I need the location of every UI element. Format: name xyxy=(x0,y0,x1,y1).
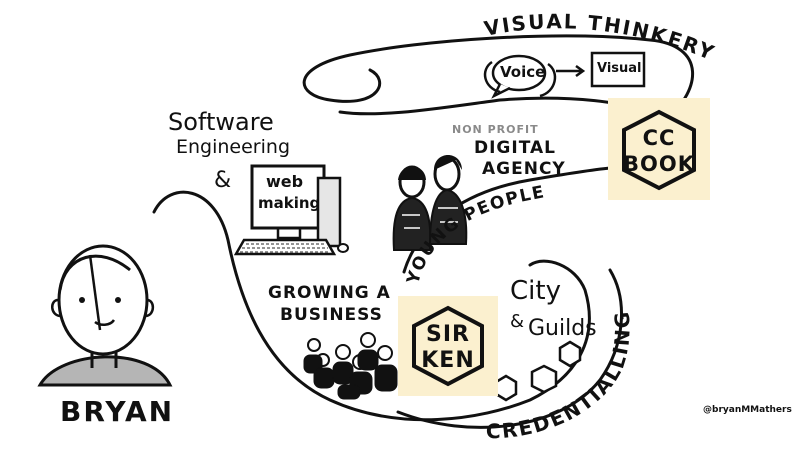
software-ampersand: & xyxy=(214,168,232,193)
growing-line2: BUSINESS xyxy=(280,305,383,325)
person-name: BRYAN xyxy=(60,395,175,428)
computer-illustration xyxy=(233,164,349,256)
credentialling-label: CREDENTIALLING xyxy=(486,309,633,443)
growing-line1: GROWING A xyxy=(268,283,391,303)
city-line2: Guilds xyxy=(528,316,597,341)
voice-bubble-label: Voice xyxy=(500,63,546,81)
artist-signature: @bryanMMathers xyxy=(703,405,792,415)
svg-text:YOUNG PEOPLE: YOUNG PEOPLE xyxy=(403,182,547,287)
young-people-label: YOUNG PEOPLE xyxy=(403,182,545,287)
agency-small-label: NON PROFIT xyxy=(452,123,539,136)
agency-people xyxy=(392,155,468,251)
sirken-line2: KEN xyxy=(421,348,475,373)
bryan-figure xyxy=(37,244,173,387)
voice-illustration xyxy=(483,51,646,99)
computer-screen-line2: making xyxy=(258,194,321,212)
credentialling-arc xyxy=(396,268,623,429)
visual-thinkery-swirl xyxy=(302,34,695,127)
city-ampersand: & xyxy=(510,311,525,332)
sirken-line1: SIR xyxy=(426,322,470,347)
sirken-sticky-note: SIR KEN xyxy=(398,296,498,396)
ccbook-sticky-note: CC BOOK xyxy=(608,98,710,200)
agency-line1: DIGITAL xyxy=(474,138,556,158)
credential-hexagons xyxy=(494,340,582,402)
visual-thinkery-label: VISUAL THINKERY xyxy=(482,9,717,65)
svg-text:VISUAL THINKERY: VISUAL THINKERY xyxy=(482,9,719,65)
computer-screen-line1: web xyxy=(266,172,304,191)
svg-text:CREDENTIALLING: CREDENTIALLING xyxy=(486,309,635,443)
sirken-hexagon xyxy=(412,305,484,387)
ccbook-line2: BOOK xyxy=(623,152,695,176)
agency-line2: AGENCY xyxy=(482,159,566,179)
software-line1: Software xyxy=(168,108,274,136)
software-line2: Engineering xyxy=(176,136,290,158)
visual-box-label: Visual xyxy=(597,61,642,76)
business-crowd xyxy=(303,332,398,400)
ccbook-hexagon xyxy=(622,109,696,191)
ccbook-line1: CC xyxy=(642,126,676,150)
city-line1: City xyxy=(510,276,561,306)
journey-path xyxy=(152,190,591,422)
